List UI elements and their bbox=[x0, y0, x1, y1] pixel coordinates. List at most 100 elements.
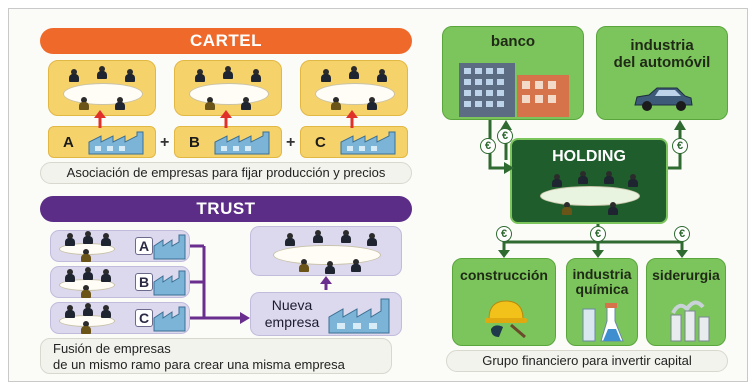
company-letter: C bbox=[315, 134, 326, 151]
factory-icon bbox=[328, 298, 390, 334]
company-letter: A bbox=[135, 237, 153, 255]
plus-sign: + bbox=[286, 134, 296, 151]
person-icon bbox=[241, 97, 251, 110]
trust-new-boardroom bbox=[250, 226, 402, 276]
car-icon bbox=[634, 87, 693, 111]
euro-icon: € bbox=[496, 226, 512, 242]
person-icon bbox=[377, 69, 387, 82]
holding-title: HOLDING bbox=[552, 148, 626, 165]
holding-auto-box: industria del automóvil bbox=[596, 26, 728, 120]
worker-helmet-icon bbox=[485, 300, 527, 339]
person-icon bbox=[81, 321, 91, 334]
company-letter: A bbox=[63, 134, 74, 151]
cartel-caption: Asociación de empresas para fijar produc… bbox=[40, 162, 412, 184]
steel-label: siderurgia bbox=[652, 267, 720, 283]
steel-plant-icon bbox=[670, 300, 710, 342]
person-icon bbox=[65, 269, 75, 282]
cartel-banner: CARTEL bbox=[40, 28, 412, 54]
boardroom-table bbox=[540, 186, 640, 206]
person-icon bbox=[251, 69, 261, 82]
cartel-boardroom-a bbox=[48, 60, 156, 116]
person-icon bbox=[552, 174, 562, 187]
euro-icon: € bbox=[480, 138, 496, 154]
holding-box: HOLDING bbox=[510, 138, 668, 224]
person-icon bbox=[313, 230, 323, 243]
bank-building-icon bbox=[459, 63, 569, 117]
company-letter: B bbox=[135, 273, 153, 291]
cartel-caption-text: Asociación de empresas para fijar produc… bbox=[66, 165, 386, 180]
cartel-company-b: B bbox=[174, 126, 282, 158]
person-icon bbox=[205, 97, 215, 110]
person-icon bbox=[604, 171, 614, 184]
person-icon bbox=[195, 69, 205, 82]
person-icon bbox=[83, 303, 93, 316]
holding-caption: Grupo financiero para invertir capital bbox=[446, 350, 728, 372]
chemical-label: industria química bbox=[572, 266, 632, 297]
factory-icon bbox=[153, 306, 186, 332]
person-icon bbox=[299, 259, 309, 272]
person-icon bbox=[101, 233, 111, 246]
factory-icon bbox=[340, 131, 396, 155]
holding-construction-box: construcción bbox=[452, 258, 556, 346]
company-letter: C bbox=[135, 309, 153, 327]
bank-label: banco bbox=[490, 33, 536, 50]
euro-icon: € bbox=[672, 138, 688, 154]
trust-title: TRUST bbox=[196, 199, 256, 218]
cartel-boardroom-b bbox=[174, 60, 282, 116]
auto-label: industria del automóvil bbox=[613, 37, 711, 71]
plus-sign: + bbox=[160, 134, 170, 151]
person-icon bbox=[285, 233, 295, 246]
cartel-company-a: A bbox=[48, 126, 156, 158]
holding-caption-text: Grupo financiero para invertir capital bbox=[482, 353, 692, 368]
person-icon bbox=[69, 69, 79, 82]
factory-icon bbox=[153, 234, 186, 260]
new-company-label: Nueva empresa bbox=[264, 297, 320, 330]
holding-bank-box: banco bbox=[442, 26, 584, 120]
person-icon bbox=[79, 97, 89, 110]
trust-banner: TRUST bbox=[40, 196, 412, 222]
euro-icon: € bbox=[674, 226, 690, 242]
person-icon bbox=[101, 305, 111, 318]
cartel-company-c: C bbox=[300, 126, 408, 158]
trust-caption-line2: de un mismo ramo para crear una misma em… bbox=[53, 357, 345, 372]
person-icon bbox=[562, 202, 572, 215]
trust-company-a: A bbox=[50, 230, 190, 262]
construction-label: construcción bbox=[460, 267, 548, 283]
cartel-title: CARTEL bbox=[190, 31, 262, 50]
euro-icon: € bbox=[497, 128, 513, 144]
person-icon bbox=[341, 230, 351, 243]
factory-icon bbox=[153, 270, 186, 296]
trust-caption-line1: Fusión de empresas bbox=[53, 341, 171, 356]
person-icon bbox=[83, 231, 93, 244]
person-icon bbox=[97, 66, 107, 79]
factory-icon bbox=[88, 131, 144, 155]
person-icon bbox=[349, 66, 359, 79]
person-icon bbox=[351, 259, 361, 272]
person-icon bbox=[81, 285, 91, 298]
factory-icon bbox=[214, 131, 270, 155]
person-icon bbox=[223, 66, 233, 79]
person-icon bbox=[101, 269, 111, 282]
person-icon bbox=[125, 69, 135, 82]
trust-caption: Fusión de empresas de un mismo ramo para… bbox=[40, 338, 392, 374]
person-icon bbox=[628, 174, 638, 187]
person-icon bbox=[81, 249, 91, 262]
person-icon bbox=[325, 261, 335, 274]
person-icon bbox=[331, 97, 341, 110]
trust-company-b: B bbox=[50, 266, 190, 298]
person-icon bbox=[367, 233, 377, 246]
person-icon bbox=[65, 233, 75, 246]
person-icon bbox=[367, 97, 377, 110]
euro-icon: € bbox=[590, 226, 606, 242]
trust-new-company: Nueva empresa bbox=[250, 292, 402, 336]
person-icon bbox=[83, 267, 93, 280]
holding-chemical-box: industria química bbox=[566, 258, 638, 346]
person-icon bbox=[115, 97, 125, 110]
person-icon bbox=[608, 202, 618, 215]
person-icon bbox=[578, 171, 588, 184]
trust-company-c: C bbox=[50, 302, 190, 334]
cartel-boardroom-c bbox=[300, 60, 408, 116]
